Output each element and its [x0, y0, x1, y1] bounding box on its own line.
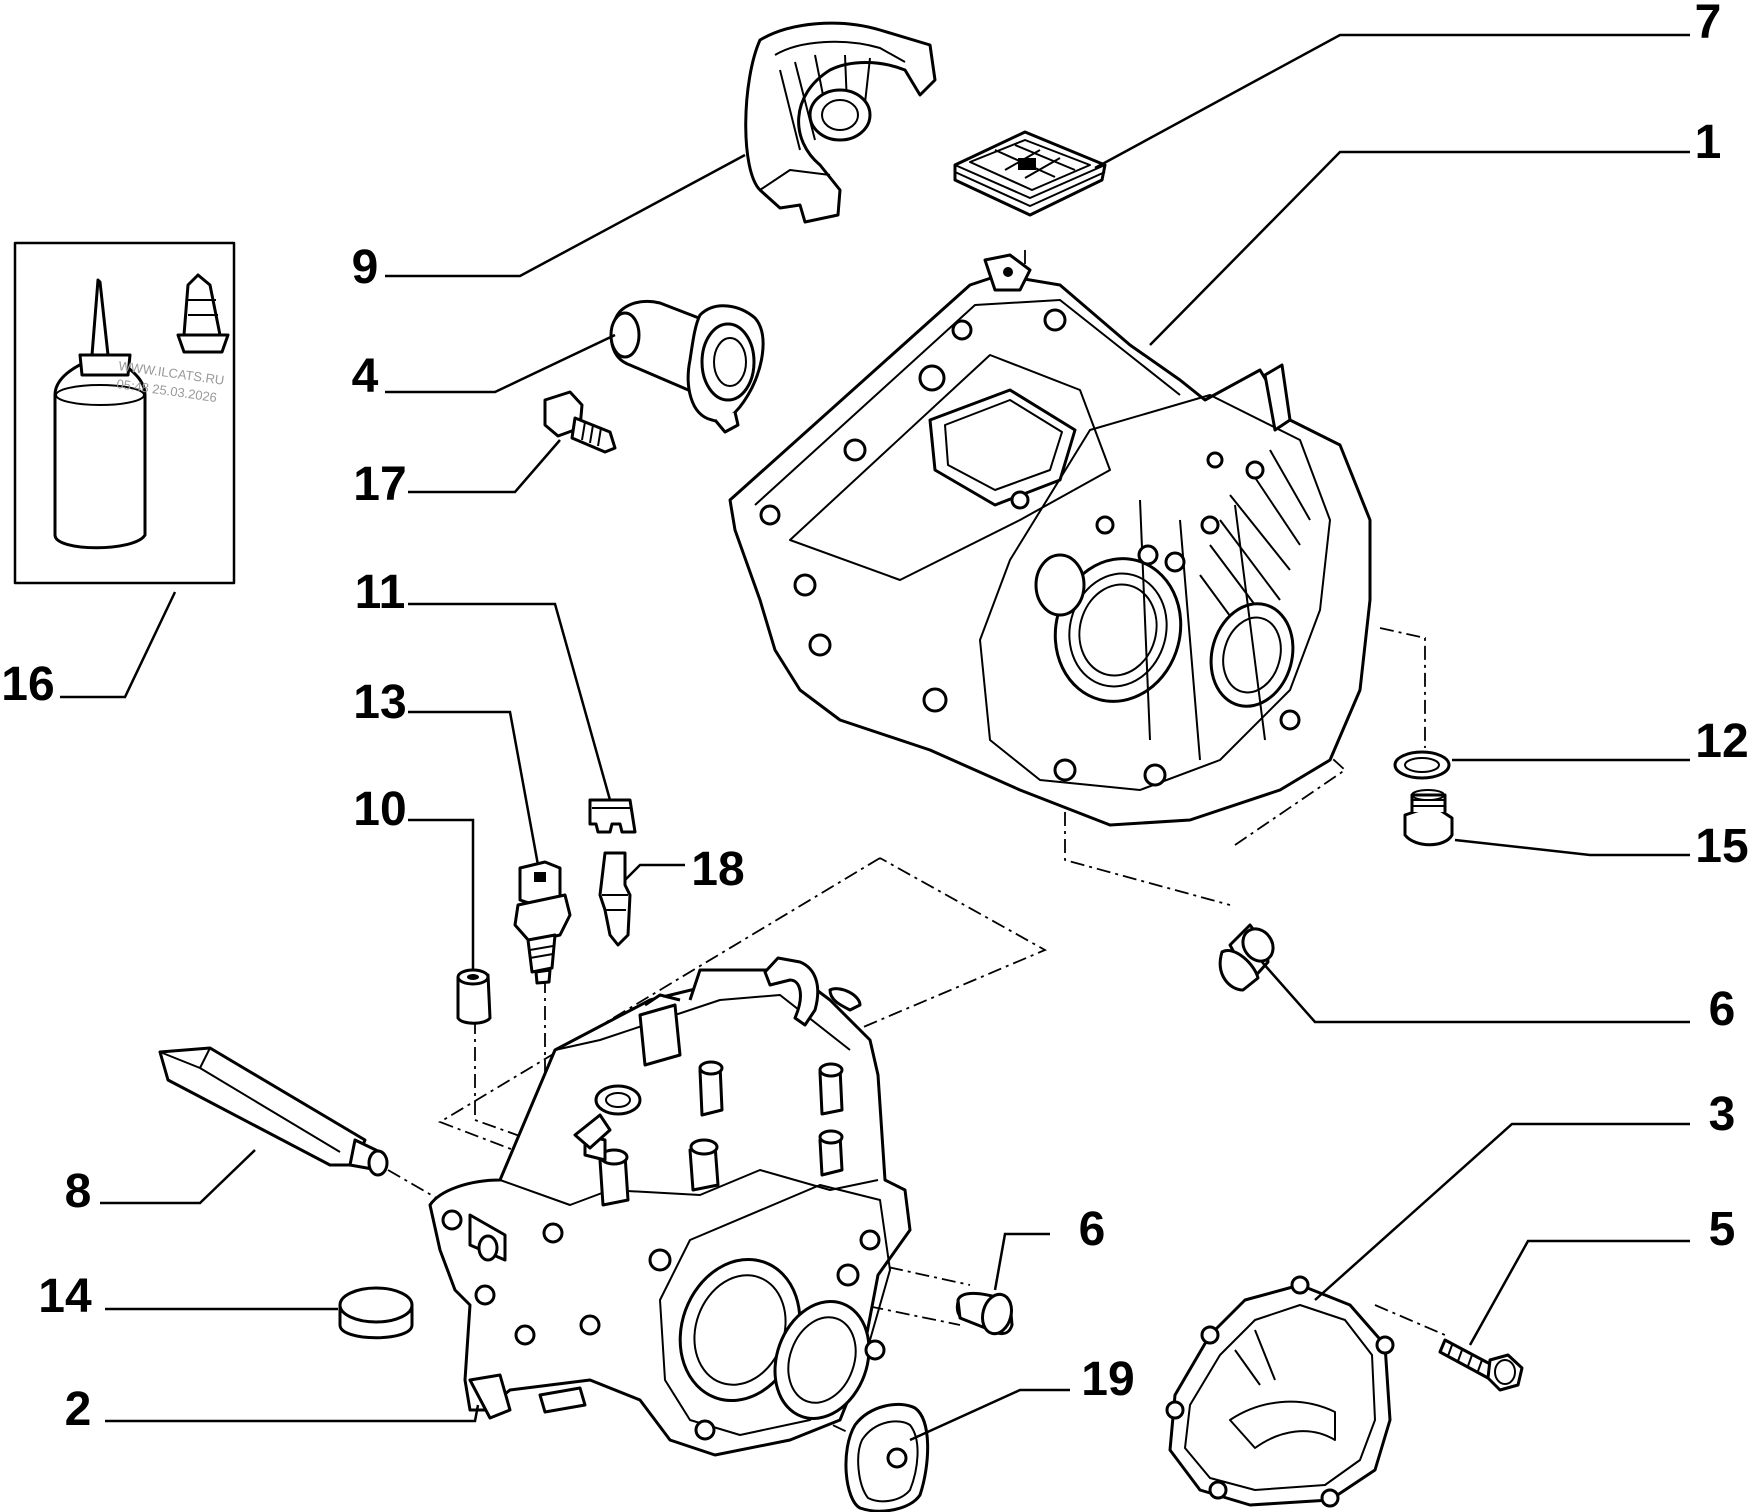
callout-11: 11 [355, 566, 406, 619]
part-12-sealing-ring[interactable] [1393, 750, 1451, 780]
part-3-side-cover[interactable] [1165, 1275, 1395, 1508]
callout-6-lower: 6 [1079, 1203, 1106, 1256]
part-19-seal-plate[interactable] [844, 1402, 930, 1512]
part-6-bushing-upper[interactable] [1218, 923, 1279, 992]
part-11-connector[interactable] [588, 798, 637, 834]
part-6-bushing-lower[interactable] [955, 1291, 1016, 1337]
callout-13: 13 [353, 676, 406, 729]
callout-7: 7 [1695, 0, 1722, 49]
callout-1: 1 [1695, 116, 1722, 169]
part-5-cover-bolt[interactable] [1438, 1338, 1524, 1392]
part-18-pin-switch[interactable] [598, 851, 632, 947]
callout-3: 3 [1709, 1088, 1736, 1141]
part-2-gearbox-housing[interactable] [428, 956, 912, 1457]
leader-lines [60, 33, 1690, 1442]
callout-16: 16 [1, 658, 54, 711]
part-13-sensor[interactable] [513, 860, 572, 985]
part-15-threaded-plug[interactable] [1403, 789, 1454, 847]
part-16-sealant-bottles[interactable]: WWW.ILCATS.RU 05:48 25.03.2026 [13, 241, 236, 585]
callout-14: 14 [38, 1270, 92, 1323]
callout-9: 9 [352, 241, 379, 294]
callout-2: 2 [65, 1383, 92, 1436]
part-1-clutch-housing[interactable] [728, 253, 1372, 827]
callout-5: 5 [1709, 1203, 1736, 1256]
part-8-breather-tube[interactable] [158, 1046, 389, 1177]
callout-4: 4 [352, 350, 379, 403]
callout-17: 17 [353, 458, 406, 511]
callout-6-upper: 6 [1709, 983, 1736, 1036]
callout-8: 8 [65, 1165, 92, 1218]
callout-18: 18 [691, 843, 744, 896]
callout-10: 10 [353, 783, 406, 836]
part-9-shield-cover[interactable] [744, 21, 937, 224]
part-10-dowel-bushing[interactable] [456, 968, 492, 1025]
part-17-bolt[interactable] [543, 390, 617, 454]
callout-15: 15 [1695, 820, 1748, 873]
part-7-filter-pad[interactable] [953, 130, 1107, 217]
callout-19: 19 [1081, 1353, 1134, 1406]
part-4-guide-tube[interactable] [609, 299, 765, 434]
callout-labels: 7 1 9 4 17 11 13 10 18 12 15 6 3 5 6 19 … [1, 0, 1748, 1436]
part-14-plug-cap[interactable] [338, 1286, 414, 1340]
callout-12: 12 [1695, 715, 1748, 768]
